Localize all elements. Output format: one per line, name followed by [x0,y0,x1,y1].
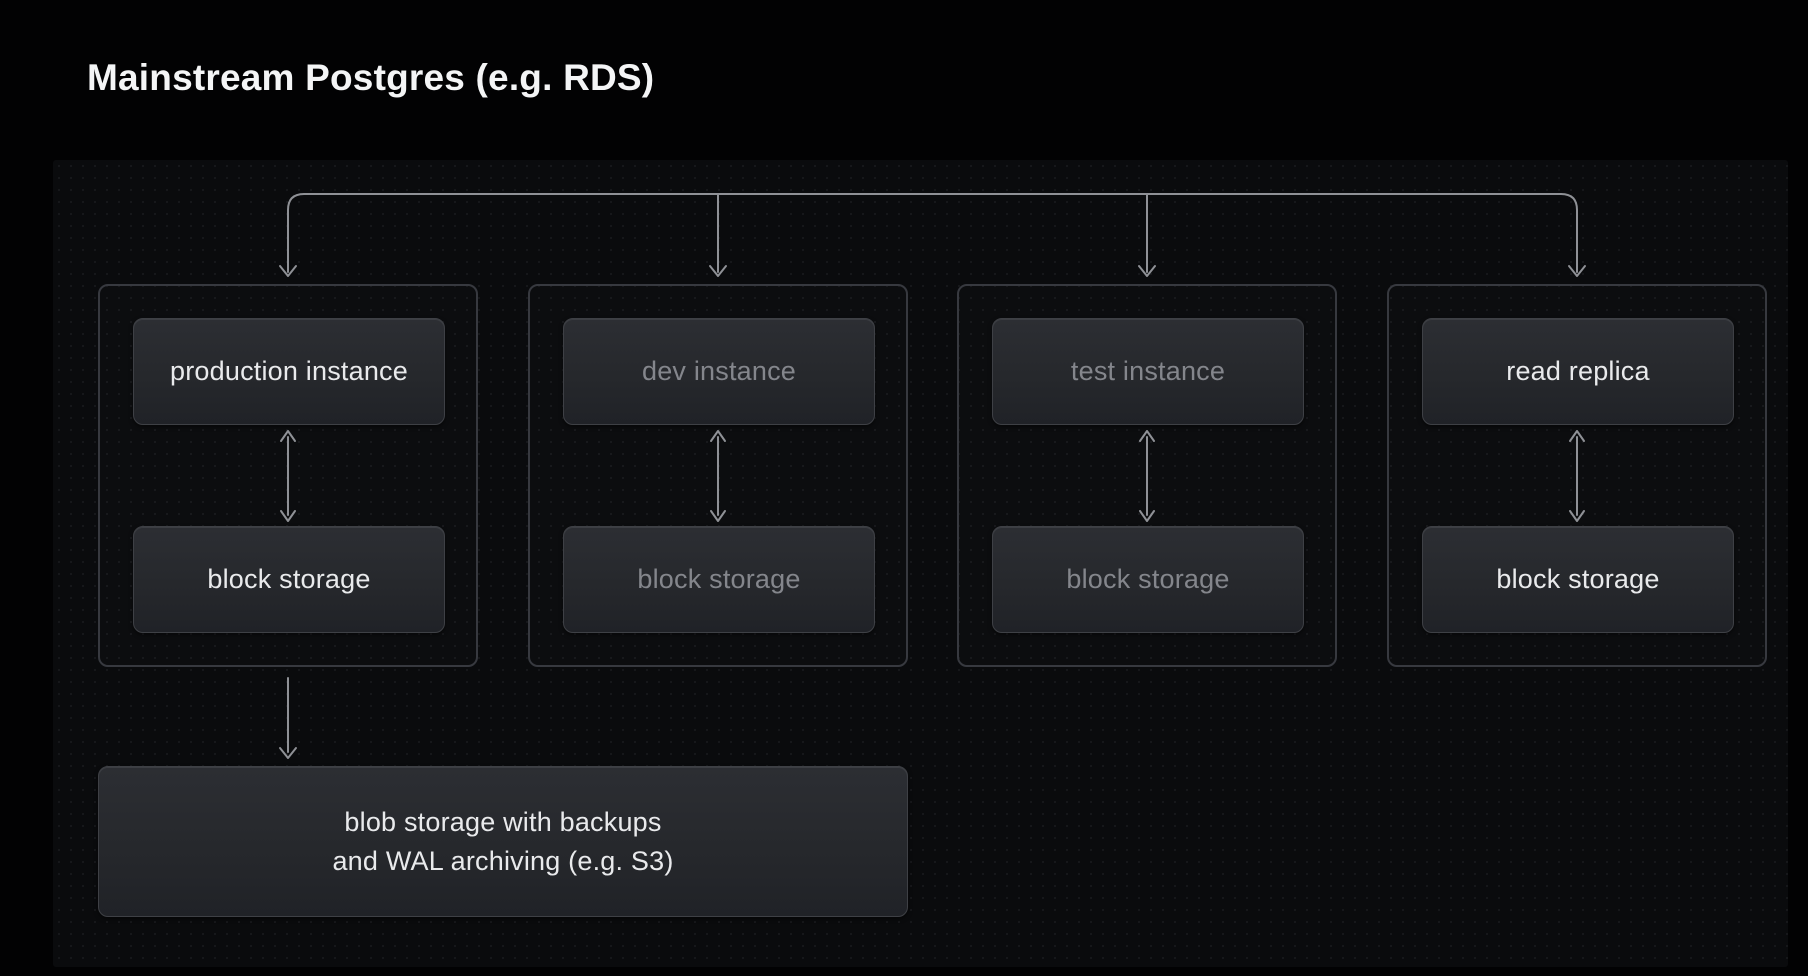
node-block-storage-dev: block storage [563,526,875,633]
group-read-replica [1387,284,1767,667]
blob-storage-line1: blob storage with backups [344,806,662,837]
node-test-instance: test instance [992,318,1304,425]
page-title: Mainstream Postgres (e.g. RDS) [87,57,655,98]
node-block-storage-read-replica: block storage [1422,526,1734,633]
node-blob-storage: blob storage with backups and WAL archiv… [98,766,908,917]
node-dev-instance: dev instance [563,318,875,425]
node-production-instance: production instance [133,318,445,425]
blob-storage-line2: and WAL archiving (e.g. S3) [332,845,674,876]
node-block-storage-production: block storage [133,526,445,633]
group-test [957,284,1337,667]
node-block-storage-test: block storage [992,526,1304,633]
group-production [98,284,478,667]
group-dev [528,284,908,667]
node-read-replica: read replica [1422,318,1734,425]
